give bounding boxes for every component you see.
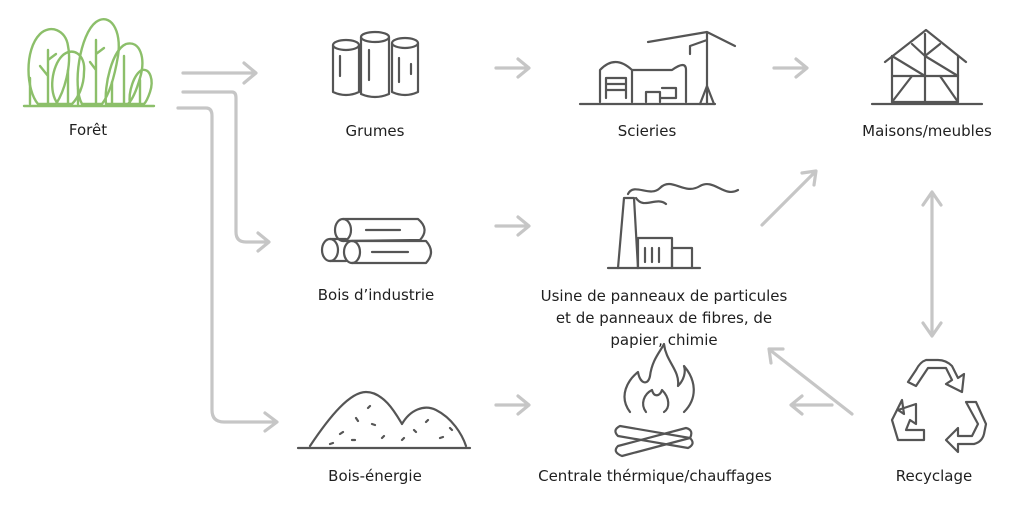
factory-icon bbox=[606, 182, 740, 270]
arrow-energie-centrale bbox=[494, 394, 531, 416]
wood-chip-pile-icon bbox=[296, 390, 472, 450]
arrow-maisons-recyclage bbox=[921, 190, 943, 338]
connector-foret-branch-bottom bbox=[176, 106, 279, 433]
label-scieries: Scieries bbox=[617, 122, 677, 140]
label-centrale-thermique: Centrale thérmique/chauffages bbox=[538, 467, 772, 485]
label-foret: Forêt bbox=[68, 121, 108, 139]
arrow-industrie-usine bbox=[494, 215, 531, 237]
arrow-recyclage-usine bbox=[767, 347, 854, 416]
log-stack-icon bbox=[331, 30, 420, 99]
recycle-icon bbox=[890, 358, 988, 454]
sawmill-icon bbox=[578, 30, 737, 106]
label-grumes: Grumes bbox=[345, 122, 405, 140]
arrow-usine-maisons bbox=[760, 169, 818, 227]
campfire-icon bbox=[614, 342, 695, 458]
connector-foret-branch-top bbox=[181, 90, 271, 253]
arrow-scieries-maisons bbox=[772, 57, 809, 79]
arrow-grumes-scieries bbox=[494, 57, 531, 79]
label-bois-energie: Bois-énergie bbox=[328, 467, 422, 485]
label-maisons-meubles: Maisons/meubles bbox=[862, 122, 992, 140]
log-pile-icon bbox=[320, 217, 433, 265]
arrows bbox=[176, 57, 943, 433]
timber-house-icon bbox=[870, 28, 984, 106]
label-recyclage: Recyclage bbox=[895, 467, 973, 485]
forest-icon bbox=[22, 18, 156, 108]
label-usine-panneaux: Usine de panneaux de particules et de pa… bbox=[540, 287, 788, 349]
label-bois-industrie: Bois d’industrie bbox=[317, 286, 435, 304]
arrow-recyclage-centrale bbox=[789, 394, 834, 416]
arrow-foret-grumes bbox=[181, 61, 258, 85]
